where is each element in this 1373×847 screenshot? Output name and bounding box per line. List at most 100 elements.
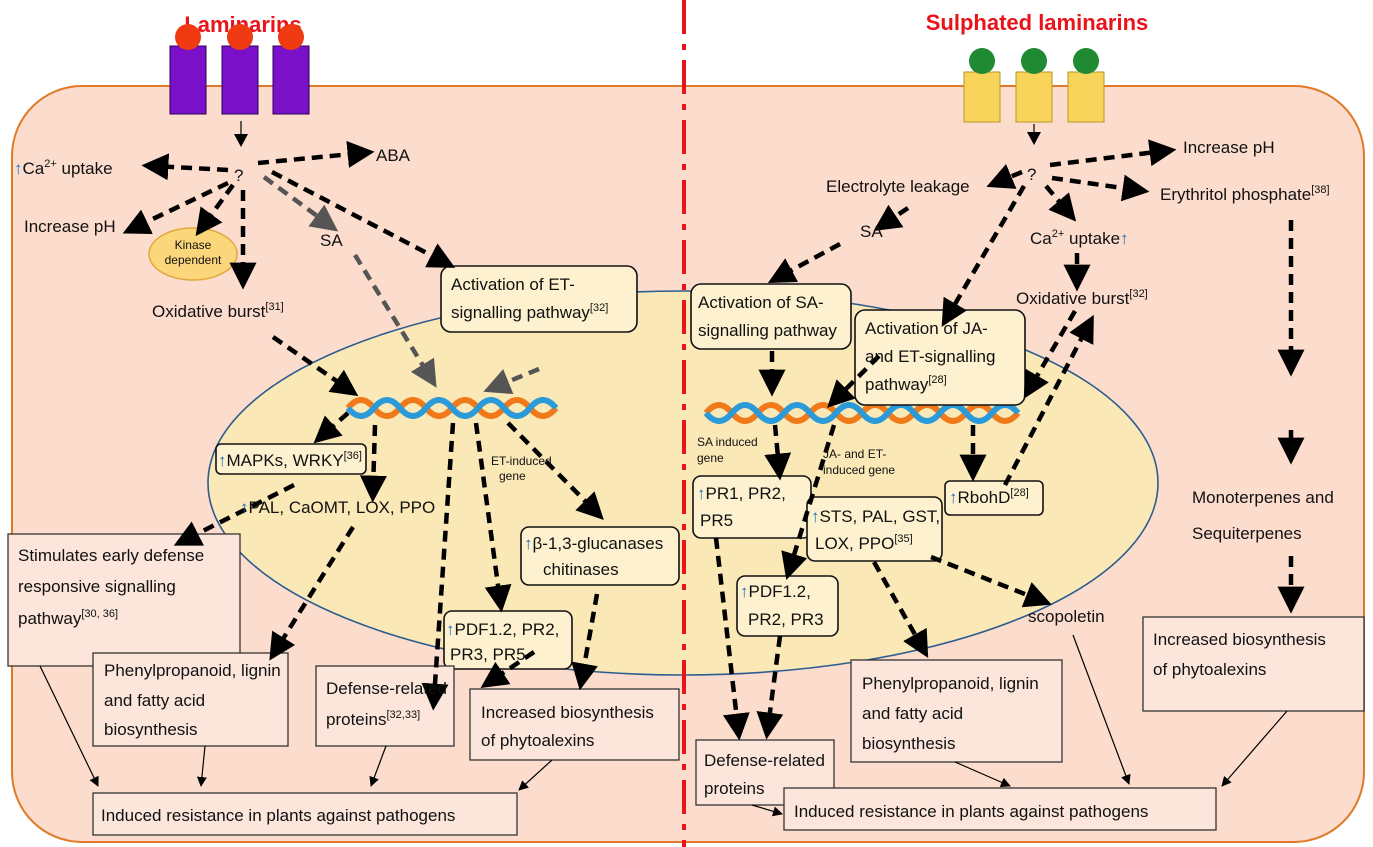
et-gene-label: ET-induced (491, 454, 552, 468)
mapks-text: ↑MAPKs, WRKY[36] (218, 450, 362, 470)
sa-label-left: SA (320, 231, 343, 250)
induced-resistance-text-right: Induced resistance in plants against pat… (794, 802, 1148, 821)
aba-label: ABA (376, 146, 411, 165)
question-mark-right: ? (1027, 165, 1036, 184)
ja-activation-text: pathway[28] (865, 374, 947, 394)
ligand-icon (1073, 48, 1099, 74)
et-activation-text: Activation of ET- (451, 275, 575, 294)
glucanase-box (520, 526, 680, 586)
pdf-text-right: PR2, PR3 (748, 610, 824, 629)
glucanase-text: ↑β-1,3-glucanases (524, 534, 663, 553)
induced-resistance-box-left (92, 792, 518, 836)
stimulates-text: responsive signalling (18, 577, 176, 596)
induced-resistance-text-left: Induced resistance in plants against pat… (101, 806, 455, 825)
et-activation-text: signalling pathway[32] (451, 302, 608, 322)
ja-activation-text: Activation of JA- (865, 319, 988, 338)
ligand-icon (227, 24, 253, 50)
pdf-text-left: PR3, PR5 (450, 645, 526, 664)
phytoalexin-text-right: Increased biosynthesis (1153, 630, 1326, 649)
receptor-icon (272, 45, 310, 115)
ja-activation-box (854, 309, 1026, 406)
ligand-icon (175, 24, 201, 50)
arrows-left (39, 121, 604, 791)
sa-gene-label: SA induced (697, 435, 758, 449)
monoterpenes-label: Sequiterpenes (1192, 524, 1302, 543)
ca-uptake-label-right: Ca2+ uptake↑ (1030, 228, 1129, 248)
sts-text: ↑STS, PAL, GST, (811, 507, 940, 526)
defense-text-right: proteins (704, 779, 764, 798)
defense-text-left: Defense-related (326, 679, 447, 698)
receptor-icon (963, 71, 1001, 123)
erythritol-label: Erythritol phosphate[38] (1160, 184, 1330, 204)
phenylpropanoid-text-right: and fatty acid (862, 704, 963, 723)
rbohd-box (944, 480, 1044, 516)
receptor-group-left (169, 24, 310, 115)
ligand-icon (278, 24, 304, 50)
up-arrow-icon: ↑ (740, 582, 749, 601)
sa-activation-text: signalling pathway (698, 321, 837, 340)
pdf-text-right: ↑PDF1.2, (740, 582, 811, 601)
increase-ph-label-right: Increase pH (1183, 138, 1275, 157)
phenylpropanoid-box-left (92, 652, 289, 747)
phenylpropanoid-text-right: Phenylpropanoid, lignin (862, 674, 1039, 693)
mapks-box (215, 443, 367, 475)
phytoalexin-text-right: of phytoalexins (1153, 660, 1266, 679)
kinase-badge (148, 227, 238, 281)
question-mark-left: ? (234, 166, 243, 185)
ja-gene-label: JA- and ET- (823, 447, 886, 461)
ja-activation-text: and ET-signalling (865, 347, 995, 366)
up-arrow-icon: ↑ (949, 488, 958, 507)
sa-label-right: SA (860, 222, 883, 241)
up-arrow-icon: ↑ (240, 498, 249, 517)
up-arrow-icon: ↑ (218, 451, 227, 470)
receptor-icon (221, 45, 259, 115)
dna-helix-left (345, 397, 559, 419)
stimulates-text: Stimulates early defense (18, 546, 204, 565)
phytoalexin-text-left: of phytoalexins (481, 731, 594, 750)
rbohd-text: ↑RbohD[28] (949, 487, 1029, 507)
induced-resistance-box-right (783, 787, 1217, 831)
oxidative-burst-label-left: Oxidative burst[31] (152, 301, 284, 321)
dna-helix-right (703, 402, 1021, 424)
sts-box (806, 496, 943, 562)
kinase-label: Kinase (175, 238, 212, 252)
monoterpenes-label: Monoterpenes and (1192, 488, 1334, 507)
ca-uptake-label: ↑Ca2+ uptake (14, 158, 113, 178)
up-arrow-icon: ↑ (1120, 229, 1129, 248)
receptor-icon (169, 45, 207, 115)
ja-gene-label: induced gene (823, 463, 895, 477)
phytoalexin-box-left (469, 688, 680, 761)
sa-gene-label: gene (697, 451, 724, 465)
arrows-right (713, 124, 1305, 817)
oxidative-burst-label-right: Oxidative burst[32] (1016, 288, 1148, 308)
receptor-icon (1015, 71, 1053, 123)
sa-activation-text: Activation of SA- (698, 293, 824, 312)
ligand-icon (1021, 48, 1047, 74)
receptor-group-right (963, 48, 1105, 123)
sts-text: LOX, PPO[35] (815, 533, 913, 553)
phenylpropanoid-box-right (850, 659, 1063, 763)
defense-text-right: Defense-related (704, 751, 825, 770)
up-arrow-icon: ↑ (524, 534, 533, 553)
glucanase-text: chitinases (543, 560, 619, 579)
pdf-text-left: ↑PDF1.2, PR2, (446, 620, 559, 639)
up-arrow-icon: ↑ (14, 159, 23, 178)
kinase-label: dependent (165, 253, 222, 267)
up-arrow-icon: ↑ (446, 620, 455, 639)
up-arrow-icon: ↑ (697, 484, 706, 503)
title-sulphated-laminarins: Sulphated laminarins (926, 10, 1149, 35)
electrolyte-leakage-label: Electrolyte leakage (826, 177, 970, 196)
phytoalexin-text-left: Increased biosynthesis (481, 703, 654, 722)
pr1-text: PR5 (700, 511, 733, 530)
receptor-icon (1067, 71, 1105, 123)
phenylpropanoid-text-left: Phenylpropanoid, lignin (104, 661, 281, 680)
increase-ph-label-left: Increase pH (24, 217, 116, 236)
sa-activation-box (690, 283, 852, 350)
phenylpropanoid-text-left: biosynthesis (104, 720, 198, 739)
phenylpropanoid-text-left: and fatty acid (104, 691, 205, 710)
ligand-icon (969, 48, 995, 74)
stimulates-text: pathway[30, 36] (18, 608, 118, 628)
phenylpropanoid-text-right: biosynthesis (862, 734, 956, 753)
et-activation-box (440, 265, 638, 333)
